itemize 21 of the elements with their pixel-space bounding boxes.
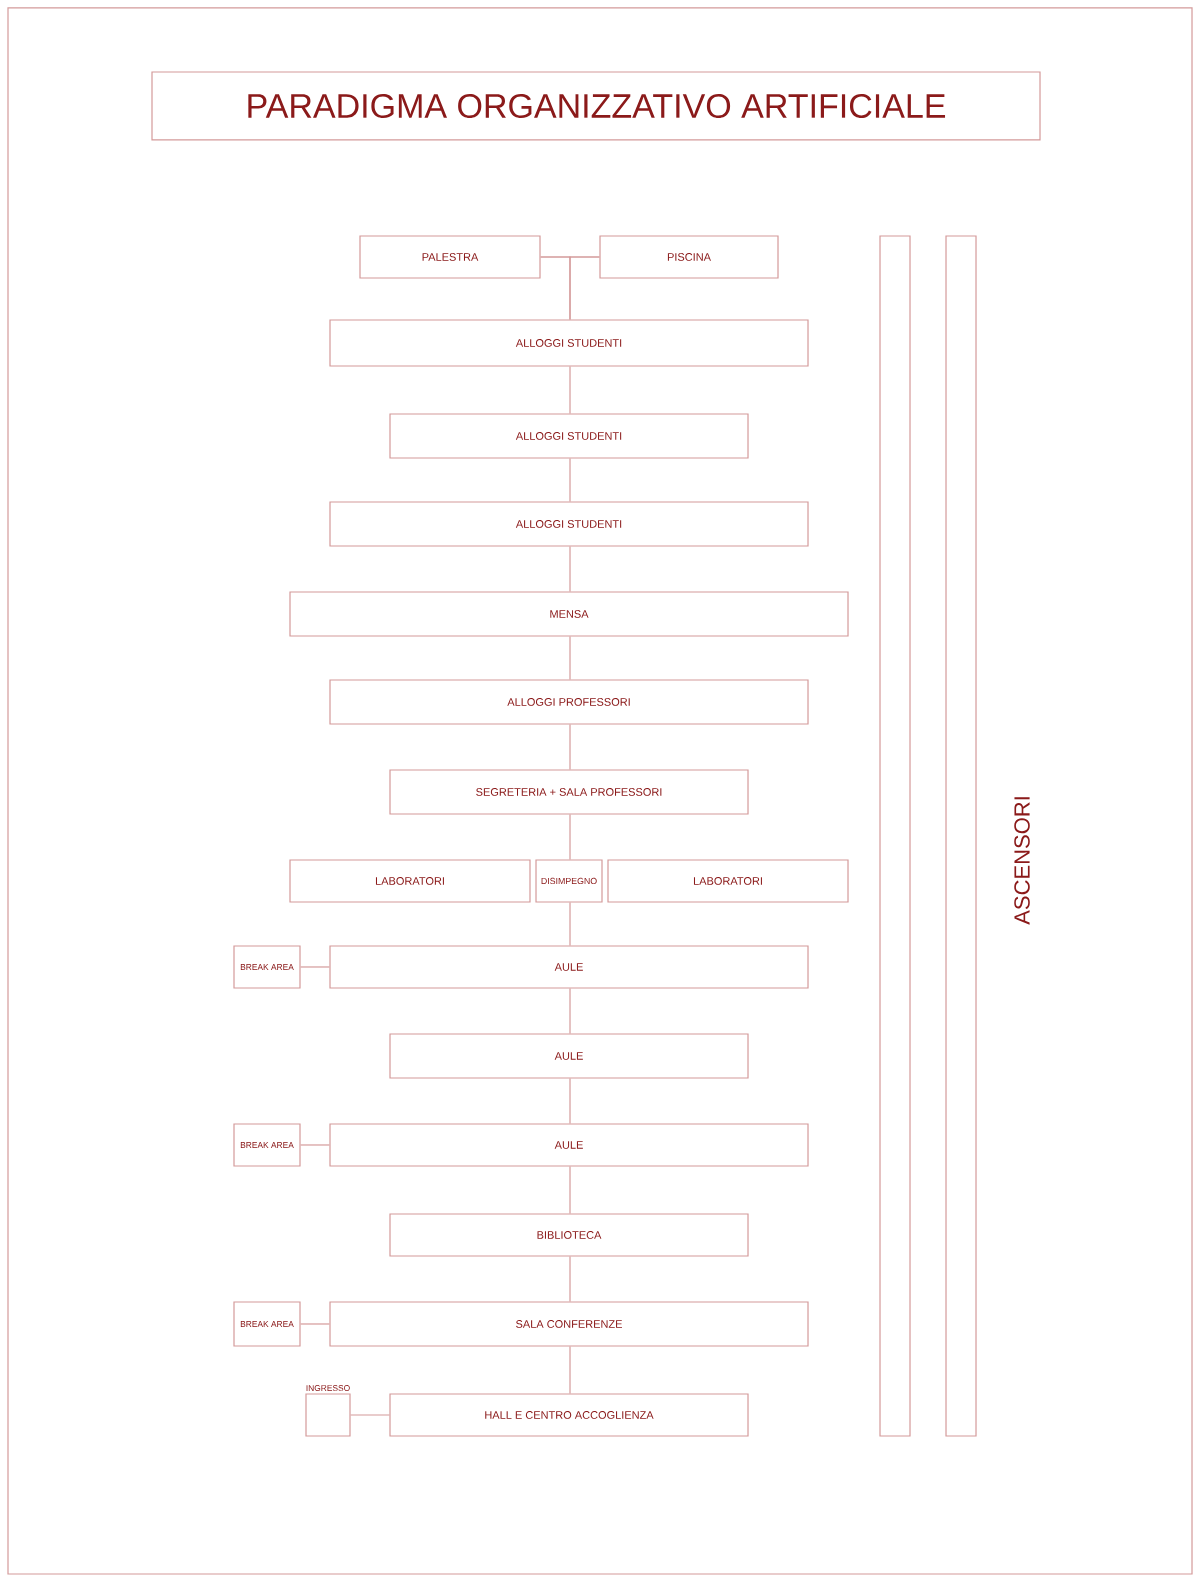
connector-line bbox=[300, 1323, 330, 1325]
connector-line bbox=[569, 365, 571, 414]
connector-line bbox=[300, 966, 330, 968]
connector-line bbox=[569, 1166, 571, 1214]
connector-line bbox=[569, 636, 571, 680]
connector-line bbox=[569, 902, 571, 946]
connector-line bbox=[569, 1078, 571, 1124]
connector-line bbox=[569, 546, 571, 592]
connector-line bbox=[300, 1144, 330, 1146]
connector-line bbox=[569, 1256, 571, 1302]
elevator-shaft bbox=[879, 235, 911, 1437]
connector-line bbox=[569, 988, 571, 1034]
connector-line bbox=[569, 457, 571, 502]
title-box: PARADIGMA ORGANIZZATIVO ARTIFICIALE bbox=[151, 71, 1041, 141]
connector-line bbox=[569, 814, 571, 860]
connector-line bbox=[569, 724, 571, 770]
side-label: ASCENSORI bbox=[1014, 797, 1030, 925]
connector-line bbox=[350, 1414, 390, 1416]
connector-line bbox=[569, 256, 600, 320]
connector-line bbox=[569, 1346, 571, 1394]
elevator-shaft bbox=[945, 235, 977, 1437]
